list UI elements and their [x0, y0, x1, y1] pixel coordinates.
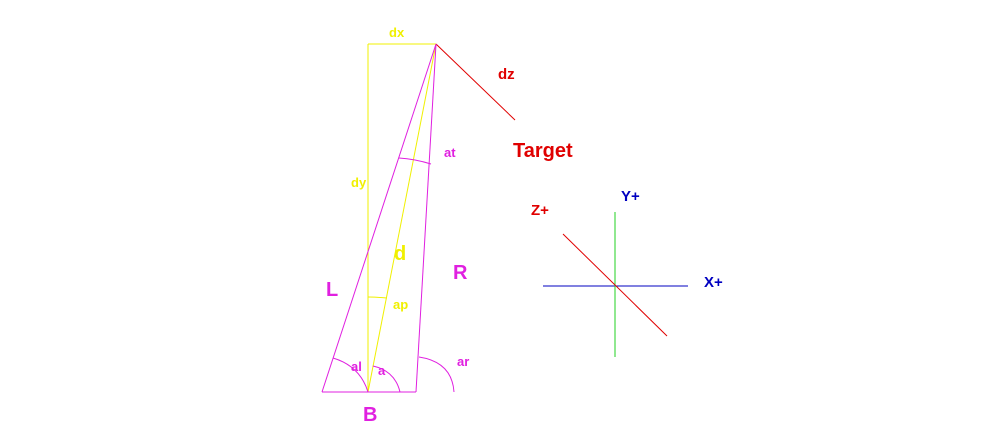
d-label: d [394, 243, 406, 265]
B-label: B [363, 404, 377, 426]
z-axis [562, 233, 668, 337]
L-label: L [326, 279, 338, 301]
ar-label: ar [457, 354, 469, 369]
coordinate-axes [543, 212, 688, 357]
y-axis-label: Y+ [621, 188, 640, 205]
z-axis-label: Z+ [531, 202, 549, 219]
dx-label: dx [389, 25, 405, 40]
ar-arc [418, 356, 455, 393]
magenta-triangle [321, 43, 455, 393]
dz-label: dz [498, 66, 515, 83]
al-label: al [351, 359, 362, 374]
x-axis-label: X+ [704, 274, 723, 291]
R-side [415, 43, 437, 393]
ap-arc [367, 296, 388, 299]
a-arc [372, 365, 401, 393]
target-label: Target [513, 140, 573, 162]
al-arc [332, 357, 369, 393]
dy-label: dy [351, 175, 367, 190]
d-line [367, 43, 437, 393]
at-arc [398, 157, 432, 165]
a-label: a [378, 363, 386, 378]
dz-line [435, 43, 516, 121]
L-side [321, 43, 437, 393]
R-label: R [453, 262, 468, 284]
yellow-construction [367, 43, 437, 393]
at-label: at [444, 145, 456, 160]
ap-label: ap [393, 297, 408, 312]
